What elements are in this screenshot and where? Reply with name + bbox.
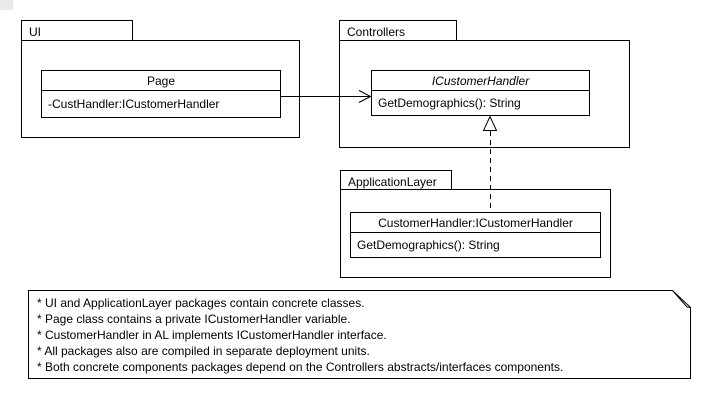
note-line: * Page class contains a private ICustome… xyxy=(37,312,351,326)
package-tab-ui: UI xyxy=(21,20,133,41)
class-page-member: -CustHandler:ICustomerHandler xyxy=(48,97,220,111)
package-label-ui: UI xyxy=(29,25,41,39)
package-tab-controllers: Controllers xyxy=(339,20,457,41)
class-icustomerhandler-member: GetDemographics(): String xyxy=(378,96,521,110)
class-icustomerhandler: ICustomerHandler GetDemographics(): Stri… xyxy=(371,70,590,116)
class-customerhandler-member: GetDemographics(): String xyxy=(357,238,500,252)
note-line: * All packages also are compiled in sepa… xyxy=(37,344,370,358)
note-text: * UI and ApplicationLayer packages conta… xyxy=(29,290,687,379)
package-body-applicationlayer xyxy=(340,189,611,278)
package-label-controllers: Controllers xyxy=(347,25,406,39)
package-body-controllers xyxy=(339,40,630,148)
note-line: * UI and ApplicationLayer packages conta… xyxy=(37,296,365,310)
package-tab-applicationlayer: ApplicationLayer xyxy=(340,170,452,190)
package-body-ui xyxy=(21,40,300,138)
screen-corner-artifact xyxy=(0,0,13,10)
class-page-title: Page xyxy=(42,71,280,91)
note-line: * CustomerHandler in AL implements ICust… xyxy=(37,328,387,342)
class-icustomerhandler-title: ICustomerHandler xyxy=(372,71,589,91)
note-line: * Both concrete components packages depe… xyxy=(37,360,564,374)
class-customerhandler-title: CustomerHandler:ICustomerHandler xyxy=(351,213,600,233)
class-customerhandler: CustomerHandler:ICustomerHandler GetDemo… xyxy=(350,212,601,258)
class-page: Page -CustHandler:ICustomerHandler xyxy=(41,70,281,118)
package-label-applicationlayer: ApplicationLayer xyxy=(348,174,437,189)
